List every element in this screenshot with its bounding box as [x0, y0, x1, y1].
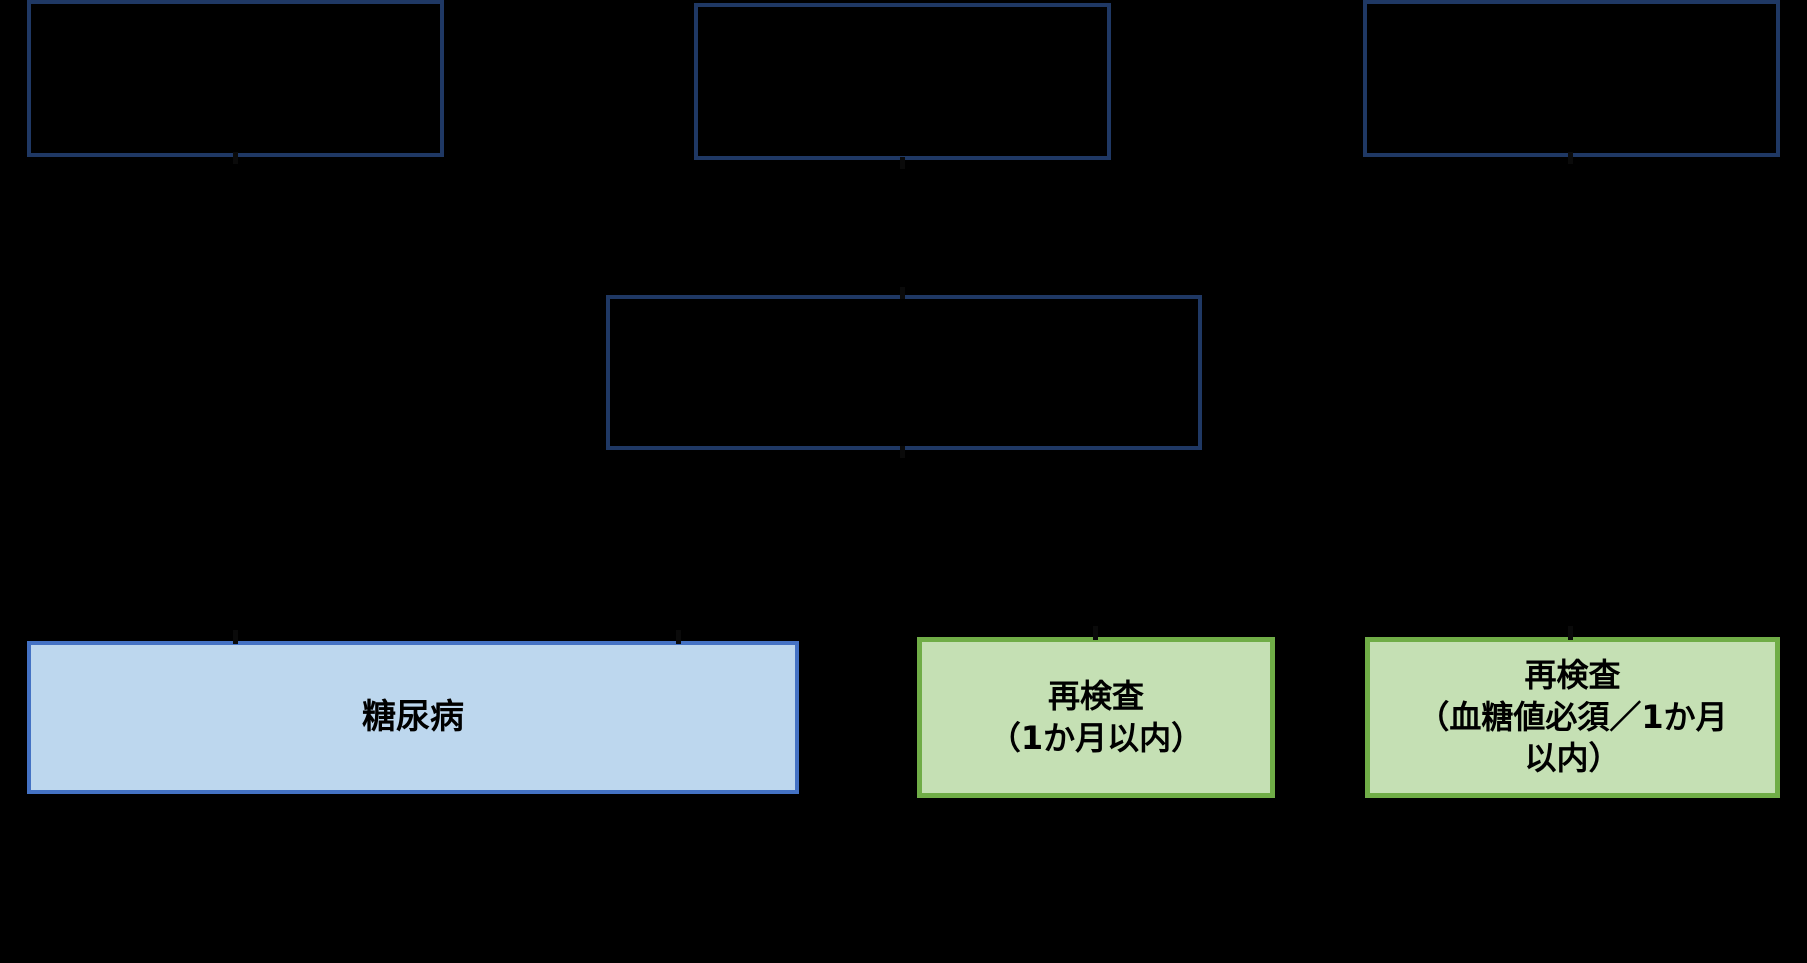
flow-connector-stub [900, 446, 905, 458]
flow-node-result-recheck[interactable]: 再検査 （1か月以内） [917, 637, 1275, 798]
flow-node-result-diabetes[interactable]: 糖尿病 [27, 641, 799, 794]
flow-connector-stub [1568, 152, 1573, 164]
flow-node-label [226, 73, 246, 85]
flow-connector-stub [1568, 626, 1573, 640]
flow-node-label [1562, 73, 1582, 85]
flow-connector-stub [233, 152, 238, 164]
flow-node-label [893, 76, 913, 88]
flow-node-label: 再検査 （血糖値必須／1か月 以内） [1417, 656, 1728, 778]
flow-connector-stub [900, 157, 905, 169]
flow-node-middle-center[interactable] [606, 295, 1202, 450]
flow-connector-stub [233, 630, 238, 644]
flow-connector-stub [900, 287, 905, 299]
flow-connector-stub [676, 630, 681, 644]
flow-node-top-right[interactable] [1363, 0, 1780, 157]
flow-node-top-center[interactable] [694, 3, 1111, 160]
flow-node-label [894, 367, 914, 379]
flow-node-result-recheck-glucose[interactable]: 再検査 （血糖値必須／1か月 以内） [1365, 637, 1780, 798]
flow-node-top-left[interactable] [27, 0, 444, 157]
flow-connector-stub [1093, 626, 1098, 640]
flow-node-label: 糖尿病 [362, 697, 464, 738]
flow-node-label: 再検査 （1か月以内） [988, 676, 1204, 757]
